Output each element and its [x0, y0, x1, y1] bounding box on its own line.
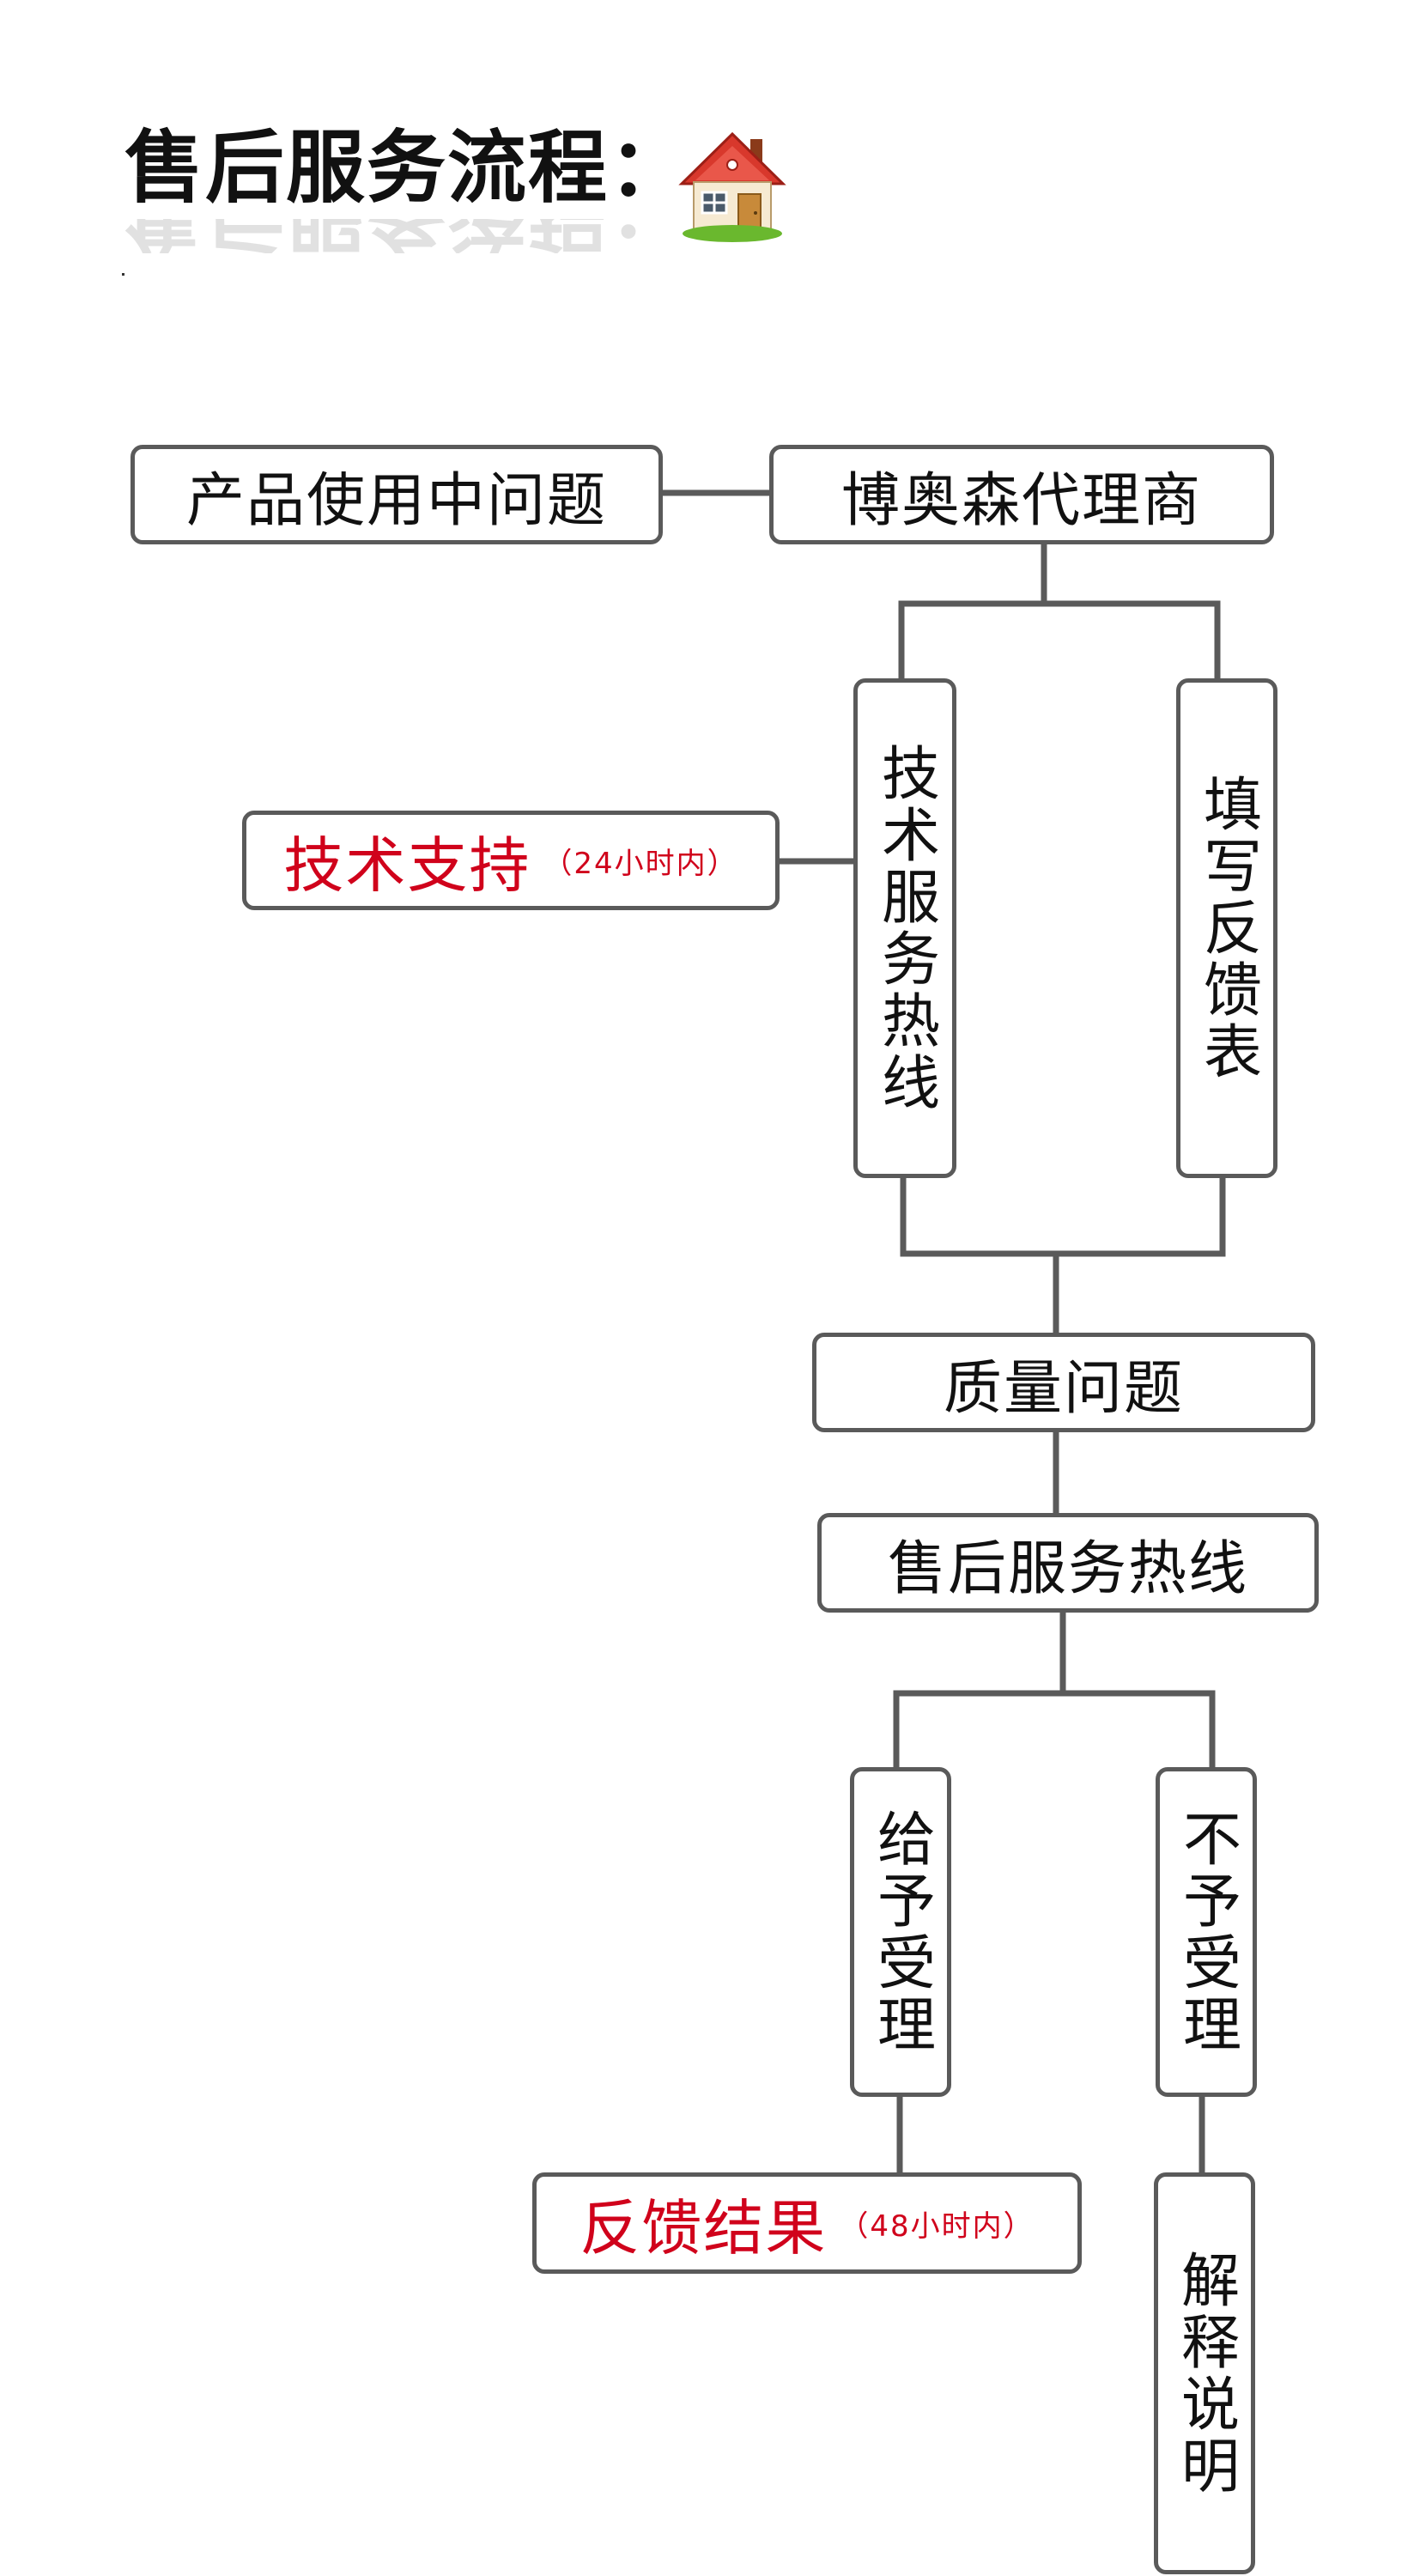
- page-title-wrap: 售后服务流程：: [124, 129, 689, 208]
- node-aftersales-hotline-label: 售后服务热线: [887, 1534, 1248, 1603]
- node-tech-support-label: 技术支持: [283, 829, 531, 901]
- house-icon: [678, 131, 786, 242]
- node-feedback-result-time: （48小时内）: [839, 2208, 1035, 2244]
- node-explanation-label: 解释说明: [1170, 2250, 1239, 2497]
- node-agent-label: 博奥森代理商: [840, 466, 1202, 535]
- node-reject-label: 不予受理: [1172, 1808, 1241, 2056]
- node-tech-support: 技术支持 （24小时内）: [242, 811, 780, 910]
- node-feedback-form-label: 填写反馈表: [1192, 774, 1261, 1083]
- node-accept-label: 给予受理: [866, 1808, 935, 2056]
- node-accept: 给予受理: [850, 1767, 951, 2097]
- node-agent: 博奥森代理商: [769, 445, 1274, 544]
- node-quality-issue-label: 质量问题: [943, 1354, 1184, 1423]
- node-aftersales-hotline: 售后服务热线: [817, 1513, 1319, 1613]
- node-feedback-form: 填写反馈表: [1176, 678, 1277, 1178]
- node-feedback-result: 反馈结果 （48小时内）: [532, 2172, 1082, 2274]
- page-title: 售后服务流程：: [124, 122, 690, 214]
- node-tech-hotline-label: 技术服务热线: [871, 743, 939, 1114]
- stray-dot: [122, 273, 124, 276]
- node-product-problem-label: 产品使用中问题: [185, 466, 607, 535]
- node-quality-issue: 质量问题: [812, 1333, 1315, 1432]
- node-reject: 不予受理: [1156, 1767, 1257, 2097]
- node-feedback-result-label: 反馈结果: [580, 2192, 828, 2263]
- node-explanation: 解释说明: [1154, 2172, 1255, 2574]
- node-tech-hotline: 技术服务热线: [853, 678, 956, 1178]
- node-tech-support-time: （24小时内）: [543, 846, 738, 881]
- node-product-problem: 产品使用中问题: [130, 445, 663, 544]
